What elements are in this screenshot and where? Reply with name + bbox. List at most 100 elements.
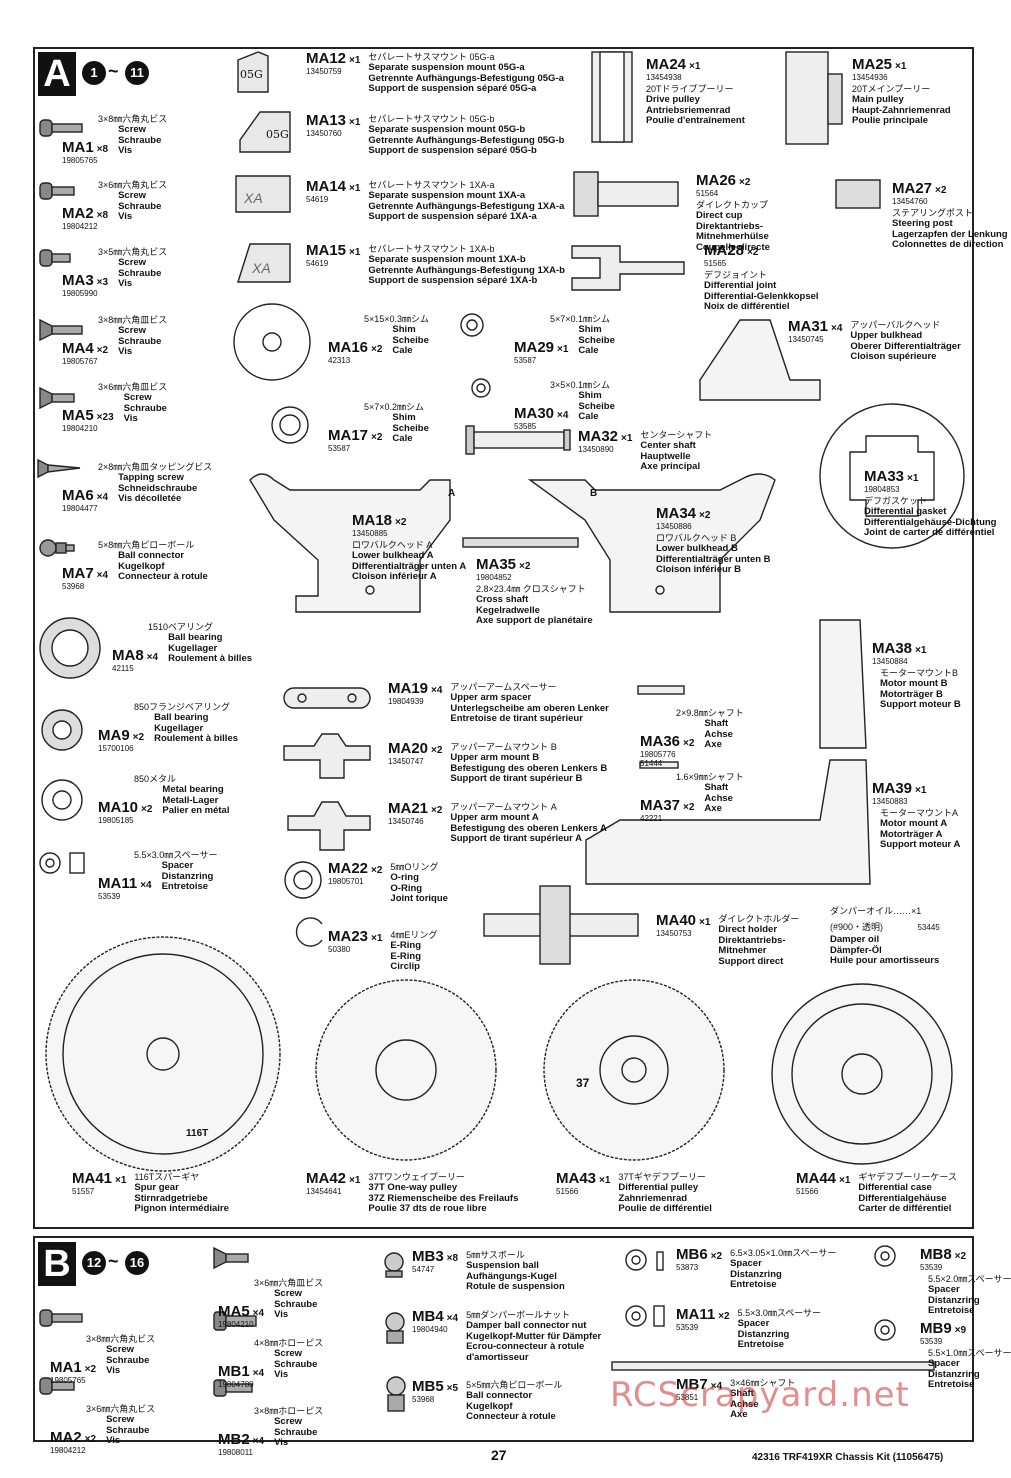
part-description-line: Steering post: [892, 218, 953, 229]
part-code: MA21×2: [388, 800, 442, 817]
part-description-line: Befestigung des oberen Lenkers A: [450, 822, 607, 834]
o-ring-icon-ma22: [284, 861, 322, 899]
part-name-jp: ロワバルクヘッド B: [656, 533, 737, 543]
part-number: 13450745: [788, 335, 824, 344]
part-name-jp: 2.8×23.4㎜ クロスシャフト: [476, 584, 586, 594]
section-b-letter: B: [38, 1242, 76, 1286]
part-code: MA43×1: [556, 1170, 610, 1187]
part-code: MA7×4: [62, 565, 108, 582]
damper-oil-jp: ダンパーオイル……×1: [830, 906, 922, 916]
damper-oil-block: ダンパーオイル……×1 (#900・透明) 53445 Damper oil D…: [830, 904, 940, 967]
part-description-line: Kugellager: [154, 722, 204, 734]
part-name-jp: モーターマウントB: [880, 668, 959, 678]
part-description-line: Distanzring: [928, 1294, 980, 1306]
part-number: 19804780: [218, 1380, 254, 1389]
part-code-text: MA5: [62, 407, 94, 424]
part-code-text: MA26: [696, 172, 737, 189]
pulley-icon-ma25: [785, 51, 843, 145]
part-code: MA42×1: [306, 1170, 360, 1187]
screw-icon-ma6: [37, 458, 81, 479]
part-description-line: Lagerzapfen der Lenkung: [892, 228, 1008, 240]
part-description-line: Kugellager: [168, 642, 218, 654]
part-quantity: ×2: [141, 804, 153, 815]
part-description-line: Getrennte Aufhängungs-Befestigung 05G-b: [368, 134, 565, 146]
part-description-line: Mitnehmerhülse: [696, 231, 769, 242]
part-description-line: Schraube: [118, 200, 162, 212]
part-description-line: Joint de carter de différentiel: [864, 527, 995, 538]
part-description-line: Differential pulley: [618, 1182, 699, 1193]
part-quantity: ×2: [371, 432, 383, 443]
part-code: MA34×2: [656, 505, 771, 522]
upper-bulkhead-icon-ma31: [699, 319, 821, 401]
part-description-line: Cale: [578, 411, 599, 422]
part-quantity: ×2: [954, 1251, 967, 1262]
shaft-icon-ma36: [637, 685, 685, 695]
part-number: 15700106: [98, 744, 134, 753]
part-number: 42313: [328, 356, 351, 365]
part-name-jp: デフガスケット: [864, 496, 928, 506]
part-name-jp: 3×5×0.1㎜シム: [550, 380, 611, 390]
part-description-line: Coupelle directe: [696, 241, 770, 253]
part-quantity: ×4: [96, 570, 109, 581]
part-description-line: Ball bearing: [154, 712, 209, 723]
part-code-text: MA17: [328, 427, 369, 444]
step-start-badge: 1: [82, 61, 106, 85]
part-description-line: Axe: [730, 1409, 748, 1420]
part-quantity: ×1: [621, 433, 633, 444]
step-range-tilde: ~: [108, 61, 119, 81]
part-code-text: MA10: [98, 799, 139, 816]
part-name-jp: モーターマウントA: [880, 808, 959, 818]
part-name-jp: 20Tドライブプーリー: [646, 84, 734, 94]
part-description-line: Poulie d'entraînement: [646, 115, 745, 126]
part-code: MA15×1: [306, 242, 360, 259]
part-quantity: ×1: [915, 645, 927, 656]
part-name-jp: ロワバルクヘッド A: [352, 540, 433, 550]
part-description-line: Lower bulkhead A: [352, 550, 434, 561]
part-name-jp: 5×8㎜六角ピローボール: [98, 540, 195, 550]
part-quantity: ×1: [371, 933, 383, 944]
part-name-jp: 3×8㎜六角皿ビス: [98, 315, 168, 325]
part-number: 19805990: [62, 289, 98, 298]
part-description-line: Tapping screw: [118, 472, 184, 483]
part-description-line: Spacer: [161, 860, 194, 871]
part-description-line: 37T One-way pulley: [368, 1182, 458, 1193]
part-code: MA22×2: [328, 860, 382, 877]
part-code: MA25×1: [852, 56, 951, 73]
part-description-line: Separate suspension mount 1XA-b: [368, 254, 526, 265]
part-code-text: MA13: [306, 112, 347, 129]
part-code: MA9×2: [98, 727, 144, 744]
bulkhead-icon-ma34: [527, 473, 776, 613]
part-description-line: Spacer: [928, 1284, 960, 1295]
part-quantity: ×4: [96, 492, 109, 503]
part-description-line: Schraube: [274, 1298, 318, 1310]
part-description-line: Unterlegscheibe am oberen Lenker: [450, 702, 609, 714]
part-name-jp: 37Tワンウェイプーリー: [368, 1172, 465, 1182]
screw-icon-ma4: [39, 318, 83, 342]
part-description-line: Hauptwelle: [640, 450, 691, 462]
part-description-line: Motorträger A: [880, 828, 943, 840]
part-name-jp: 4×8㎜ホローピス: [254, 1338, 324, 1348]
part-code-text: MA22: [328, 860, 369, 877]
part-description-line: Entretoise: [161, 881, 209, 892]
part-code: MA27×2: [892, 180, 1008, 197]
part-code: MA6×4: [62, 487, 108, 504]
part-code-text: MA27: [892, 180, 933, 197]
part-description-line: Ecrou-connecteur à rotule: [466, 1341, 585, 1352]
part-number: 54747: [412, 1265, 435, 1274]
